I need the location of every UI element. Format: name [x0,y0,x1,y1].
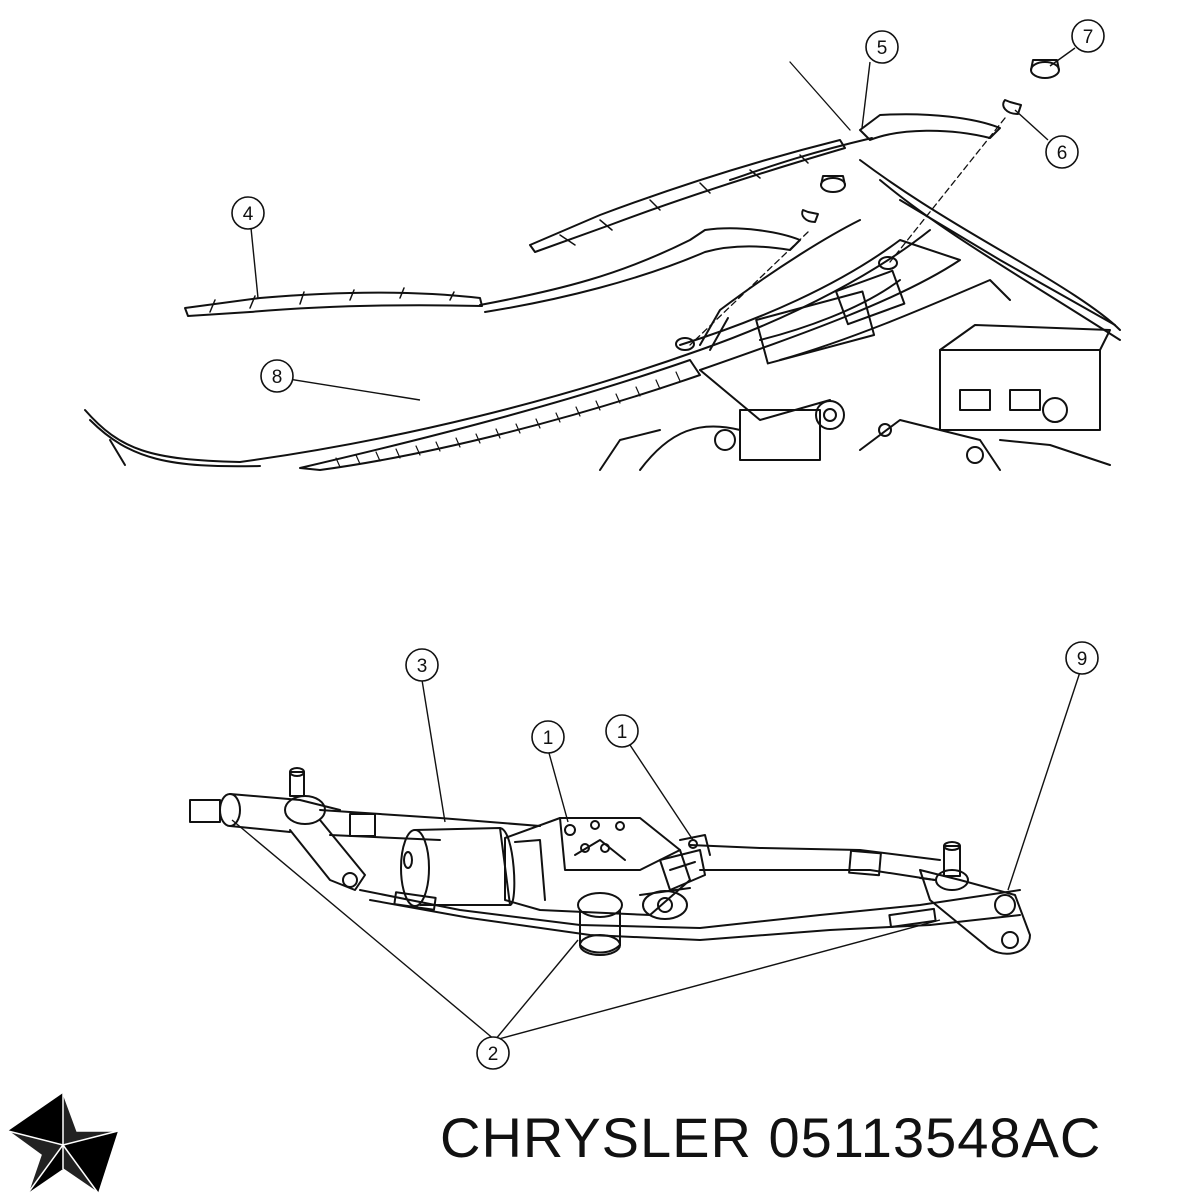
brand-name: CHRYSLER [440,1106,752,1169]
callout-6: 7 [1071,19,1105,53]
callout-5-label: 6 [1057,143,1068,164]
callout-6-label: 7 [1083,27,1094,48]
cowl-wiper-illustration [84,59,1121,471]
callout-7-label: 8 [272,367,283,388]
callout-3: 4 [231,196,265,230]
callout-2-label: 3 [417,656,428,677]
callout-4-label: 5 [877,38,888,59]
callout-leaders [231,47,1081,1041]
callout-markers: 5 7 6 4 8 3 1 1 [231,19,1105,1070]
callout-8: 2 [476,1036,510,1070]
callout-1a-label: 1 [543,728,554,749]
callout-9-label: 9 [1077,649,1088,670]
callout-1a: 1 [531,720,565,754]
callout-7: 8 [260,359,294,393]
callout-1b: 1 [605,714,639,748]
callout-8-label: 2 [488,1044,499,1065]
wiper-linkage-motor-illustration [189,767,1031,956]
callout-3-label: 4 [243,204,254,225]
callout-2: 3 [405,648,439,682]
callout-5: 6 [1045,135,1079,169]
callout-9: 9 [1065,641,1099,675]
callout-4: 5 [865,30,899,64]
part-number: 05113548AC [768,1106,1102,1169]
part-caption: CHRYSLER 05113548AC [440,1105,1101,1170]
pentastar-icon [5,1090,121,1195]
callout-1b-label: 1 [617,722,628,743]
